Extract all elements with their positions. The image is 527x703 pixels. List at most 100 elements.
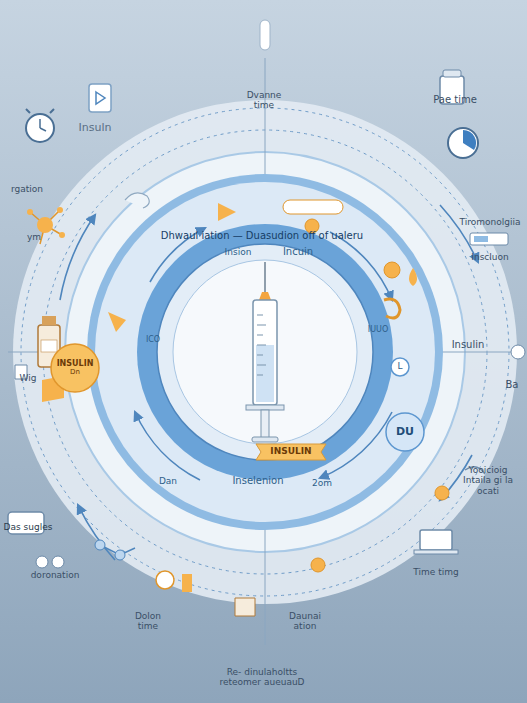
- orange-accents-part: [311, 558, 325, 572]
- label-text: doronation: [20, 570, 90, 580]
- banner-shape: [256, 444, 326, 460]
- icons-part: [36, 556, 48, 568]
- orange-accents-part: [108, 312, 126, 332]
- insulin-banner: INSULIN: [255, 443, 327, 461]
- label-text: ym: [14, 232, 54, 242]
- outer-disc: [13, 100, 517, 604]
- circle-shape: [51, 344, 99, 392]
- outer-disc-part: [13, 100, 517, 604]
- syringe-part: [261, 410, 269, 438]
- label-text: Time timg: [401, 567, 471, 577]
- icons-part: [463, 130, 476, 150]
- label-text: Inselenion: [223, 475, 293, 487]
- molecule-part: [59, 232, 65, 238]
- molecule-part: [115, 550, 125, 560]
- icons-part: [40, 119, 46, 131]
- flow-arrows-part: [60, 215, 95, 300]
- label-text: 2om: [307, 478, 337, 488]
- label-text: ICO: [138, 335, 168, 344]
- icons-part: [96, 92, 105, 104]
- circle-shape: [391, 358, 409, 376]
- icons-part: [26, 114, 54, 142]
- flow-arrows-part: [320, 412, 392, 478]
- orange-accents-part: [435, 486, 449, 500]
- label-text: Dolon time: [128, 611, 168, 632]
- icons-part: [420, 530, 452, 550]
- label-text: Tiromonolgiia: [455, 217, 525, 227]
- rings-part: [95, 182, 435, 522]
- label-text: Incuin: [273, 246, 323, 258]
- label-text: Wig: [8, 373, 48, 383]
- icons-part: [89, 84, 111, 112]
- syringe-part: [256, 345, 274, 402]
- label-text: Dan: [148, 476, 188, 486]
- node-text: INSULIN: [57, 360, 94, 368]
- label-text: Insulin: [438, 339, 498, 351]
- molecule-part: [37, 217, 53, 233]
- node-text: DU: [396, 426, 414, 438]
- icons-part: [260, 20, 270, 50]
- dose-circle: DU: [385, 412, 425, 452]
- syringe: [246, 262, 284, 442]
- orange-accents-part: [409, 268, 417, 286]
- molecule-part: [27, 209, 33, 215]
- rings-part: [157, 244, 373, 460]
- flow-arrows: [60, 205, 478, 560]
- label-text: Inscluon: [460, 252, 520, 262]
- orange-accents-part: [182, 574, 192, 592]
- label-text: Ba: [499, 379, 525, 391]
- orange-accents: [42, 193, 485, 616]
- orange-accents-part: [384, 262, 400, 278]
- icons-part: [26, 109, 54, 113]
- syringe-part: [246, 405, 284, 410]
- icons-part: [414, 550, 458, 554]
- molecule-part: [95, 540, 105, 550]
- icons-part: [41, 340, 57, 352]
- icons-part: [52, 556, 64, 568]
- orange-accents-part: [125, 193, 149, 208]
- syringe-part: [253, 300, 277, 405]
- molecule-part: [57, 207, 63, 213]
- circle-shape: [386, 413, 424, 451]
- node-text: INSULIN: [270, 447, 311, 456]
- rings-part: [87, 174, 443, 530]
- orange-accents-part: [283, 200, 343, 214]
- icons-part: [470, 233, 508, 245]
- label-text: Insion: [213, 247, 263, 257]
- icons-part: [511, 345, 525, 359]
- rings-part: [137, 224, 393, 480]
- syringe-part: [252, 437, 278, 442]
- label-text: Pae time: [420, 94, 490, 106]
- rings: [87, 174, 443, 530]
- label-text: IUUO: [363, 325, 393, 334]
- icons-part: [474, 236, 488, 242]
- icons-part: [448, 128, 478, 158]
- label-circle: L: [390, 357, 410, 377]
- outer-disc-part: [21, 108, 509, 596]
- outer-disc-part: [43, 130, 487, 574]
- axis-lines: [8, 58, 522, 645]
- label-text: Das sugles: [0, 522, 56, 532]
- molecule: [27, 207, 135, 560]
- syringe-part: [259, 292, 271, 300]
- node-text: L: [397, 362, 402, 371]
- node-text: Dn: [70, 369, 80, 376]
- flow-arrows-part: [78, 505, 115, 560]
- label-text: Dhwaul iation — Duasudion off of ualeru: [142, 230, 382, 242]
- label-text: Yooicioig Intaila gi la ocati: [455, 465, 521, 496]
- icons-part: [443, 70, 461, 77]
- orange-accents-part: [218, 203, 236, 221]
- label-text: Re- dinulaholtts reteomer aueuauD: [217, 667, 307, 688]
- rings-part: [173, 260, 357, 444]
- icons: [8, 20, 525, 568]
- label-text: Insuln: [65, 122, 125, 135]
- orange-accents-part: [235, 598, 255, 616]
- label-text: Daunai ation: [283, 611, 328, 632]
- flow-arrows-part: [135, 412, 200, 480]
- outer-disc-part: [65, 152, 465, 552]
- orange-accents-part: [384, 299, 400, 318]
- syringe-part: [257, 315, 266, 375]
- label-text: Dvanne time: [242, 90, 286, 111]
